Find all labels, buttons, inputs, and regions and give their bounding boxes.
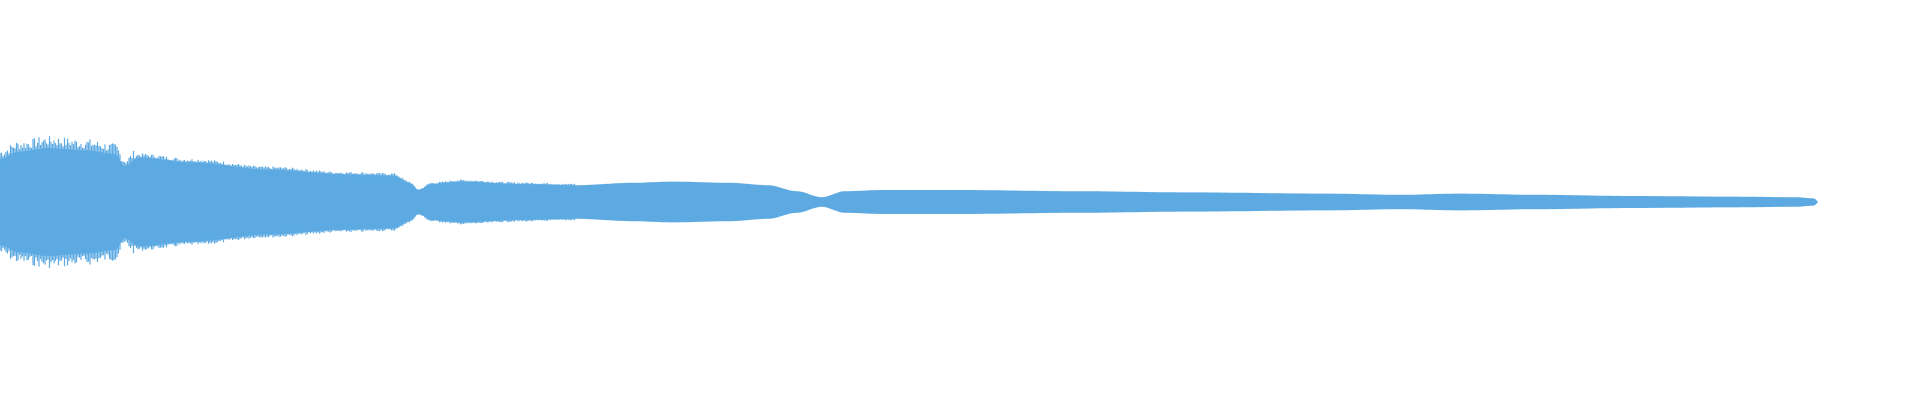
waveform-shape xyxy=(0,148,1822,256)
waveform-peaks xyxy=(0,136,576,268)
